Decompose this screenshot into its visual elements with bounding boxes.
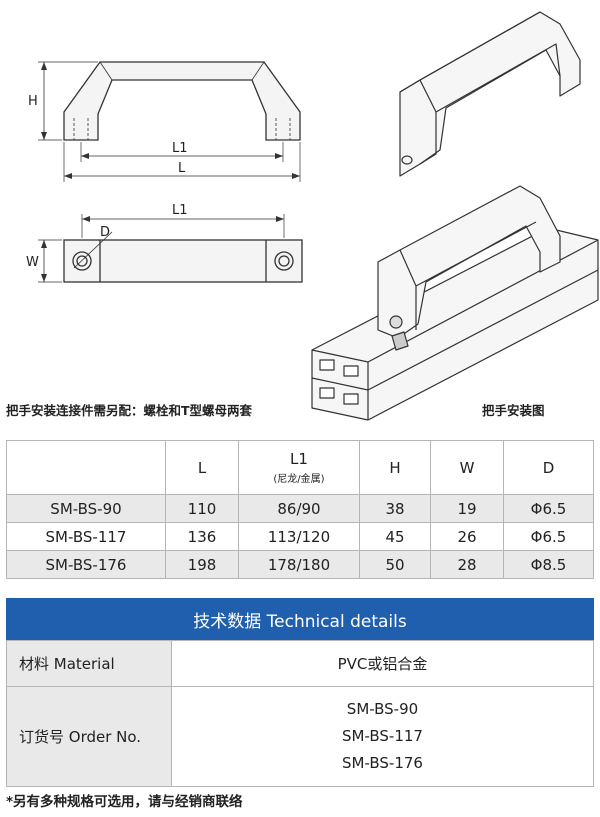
spec-header-row: L L1 (尼龙/金属) H W D — [6, 440, 594, 495]
table-row: SM-BS-176 198 178/180 50 28 Φ8.5 — [6, 550, 594, 579]
table-cell: Φ8.5 — [503, 550, 594, 579]
table-cell: SM-BS-117 — [6, 522, 166, 551]
dim-label-h: H — [28, 94, 38, 109]
top-view-drawing — [38, 214, 303, 283]
table-cell: Φ6.5 — [503, 494, 594, 523]
table-cell: 110 — [165, 494, 239, 523]
dim-label-l: L — [178, 161, 186, 176]
technical-details-title: 技术数据 Technical details — [6, 598, 594, 640]
table-row: SM-BS-117 136 113/120 45 26 Φ6.5 — [6, 522, 594, 551]
order-number: SM-BS-90 — [346, 700, 419, 718]
table-cell: 136 — [165, 522, 239, 551]
table-cell: SM-BS-90 — [6, 494, 166, 523]
order-number: SM-BS-117 — [342, 727, 423, 745]
technical-details-table: 材料 Material PVC或铝合金 订货号 Order No. SM-BS-… — [6, 640, 594, 787]
spec-table: L L1 (尼龙/金属) H W D SM-BS-90 110 86/90 38… — [6, 440, 594, 579]
material-value: PVC或铝合金 — [171, 640, 594, 687]
table-cell: 28 — [430, 550, 504, 579]
order-label: 订货号 Order No. — [6, 686, 172, 787]
table-cell: 50 — [359, 550, 431, 579]
table-cell: 198 — [165, 550, 239, 579]
dim-label-w: W — [26, 255, 39, 270]
table-cell: 45 — [359, 522, 431, 551]
spec-header-model — [6, 440, 166, 495]
order-values: SM-BS-90 SM-BS-117 SM-BS-176 — [171, 686, 594, 787]
table-row: SM-BS-90 110 86/90 38 19 Φ6.5 — [6, 494, 594, 523]
table-cell: Φ6.5 — [503, 522, 594, 551]
technical-details-section: 技术数据 Technical details 材料 Material PVC或铝… — [6, 598, 594, 787]
spec-header-l: L — [165, 440, 239, 495]
table-cell: SM-BS-176 — [6, 550, 166, 579]
dim-label-l1-top: L1 — [172, 203, 188, 218]
spec-header-d: D — [503, 440, 594, 495]
spec-header-l1: L1 (尼龙/金属) — [238, 440, 360, 495]
order-row: 订货号 Order No. SM-BS-90 SM-BS-117 SM-BS-1… — [6, 686, 594, 787]
material-label: 材料 Material — [6, 640, 172, 687]
spec-header-l1-label: L1 — [290, 450, 308, 468]
front-view-drawing — [38, 61, 301, 182]
installation-caption: 把手安装图 — [482, 403, 545, 418]
dim-label-l1-front: L1 — [172, 141, 188, 156]
isometric-handle-drawing — [399, 11, 581, 177]
table-cell: 19 — [430, 494, 504, 523]
material-row: 材料 Material PVC或铝合金 — [6, 640, 594, 687]
table-cell: 86/90 — [238, 494, 360, 523]
footnote: *另有多种规格可选用，请与经销商联络 — [6, 794, 243, 810]
installation-drawing — [311, 185, 599, 421]
technical-drawings: H L1 L L1 W D — [26, 11, 599, 421]
spec-header-h: H — [359, 440, 431, 495]
table-cell: 26 — [430, 522, 504, 551]
spec-header-w: W — [430, 440, 504, 495]
spec-header-l1-sub: (尼龙/金属) — [273, 474, 325, 485]
table-cell: 38 — [359, 494, 431, 523]
table-cell: 178/180 — [238, 550, 360, 579]
dim-label-d: D — [100, 225, 110, 240]
order-number: SM-BS-176 — [342, 754, 423, 772]
table-cell: 113/120 — [238, 522, 360, 551]
connector-note: 把手安装连接件需另配：螺栓和T型螺母两套 — [6, 403, 253, 418]
